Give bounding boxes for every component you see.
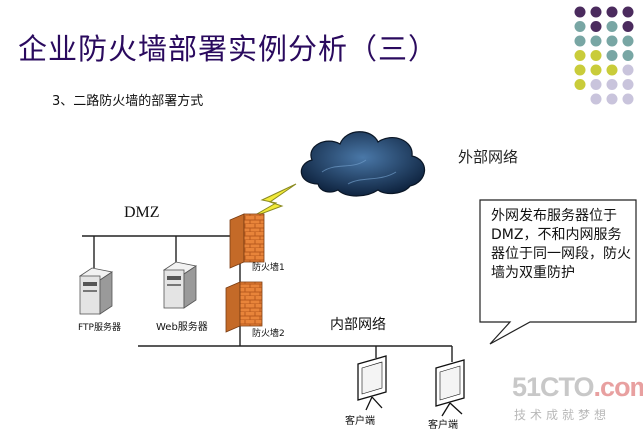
decorative-dot: [606, 6, 618, 18]
watermark-logo: 51CTO.com: [512, 372, 643, 403]
ftp-server-label: FTP服务器: [78, 323, 121, 333]
client-2-label: 客户端: [428, 420, 458, 431]
decorative-dot: [606, 79, 618, 90]
decorative-dot: [622, 93, 634, 105]
decorative-dot-grid: [574, 6, 634, 105]
firewall-2-label: 防火墙2: [252, 329, 285, 339]
callout-bubble: [479, 199, 637, 345]
outer-network-label: 外部网络: [458, 148, 519, 166]
decorative-dot: [574, 79, 586, 90]
decorative-dot: [606, 35, 618, 47]
watermark-slogan: 技术成就梦想: [514, 408, 611, 422]
decorative-dot: [622, 79, 634, 90]
client-1-label: 客户端: [345, 416, 375, 427]
decorative-dot: [606, 21, 618, 32]
cloud-icon: [300, 131, 426, 197]
callout-text: 外网发布服务器位于DMZ，不和内网服务器位于同一网段，防火墙为双重防护: [491, 208, 631, 281]
inner-network-label: 内部网络: [330, 317, 386, 333]
decorative-dot: [574, 35, 586, 47]
watermark-suffix: .com: [593, 372, 643, 402]
decorative-dot: [622, 21, 634, 32]
page-subtitle: 3、二路防火墙的部署方式: [52, 94, 204, 109]
decorative-dot: [606, 50, 618, 61]
decorative-dot: [590, 35, 602, 47]
firewall-2-icon: [225, 281, 263, 333]
firewall-1-label: 防火墙1: [252, 263, 285, 273]
ftp-server-icon: [78, 267, 114, 315]
decorative-dot: [574, 64, 586, 76]
decorative-dot: [590, 50, 602, 61]
decorative-dot: [590, 6, 602, 18]
decorative-dot: [590, 64, 602, 76]
decorative-dot: [590, 21, 602, 32]
client-1-icon: [357, 355, 387, 411]
web-server-label: Web服务器: [156, 322, 208, 333]
decorative-dot: [574, 21, 586, 32]
decorative-dot: [622, 6, 634, 18]
client-2-icon: [435, 359, 465, 417]
decorative-dot: [622, 50, 634, 61]
dmz-label: DMZ: [124, 204, 160, 221]
decorative-dot: [606, 64, 618, 76]
decorative-dot: [574, 50, 586, 61]
decorative-dot: [622, 64, 634, 76]
web-server-icon: [162, 261, 198, 309]
lightning-icon: [249, 183, 297, 219]
decorative-dot: [622, 35, 634, 47]
decorative-dot: [590, 93, 602, 105]
network-lines: [82, 235, 453, 362]
page-title: 企业防火墙部署实例分析（三）: [18, 32, 439, 66]
decorative-dot: [574, 6, 586, 18]
decorative-dot: [606, 93, 618, 105]
decorative-dot: [590, 79, 602, 90]
firewall-1-icon: [229, 213, 265, 269]
watermark-main: 51CTO: [512, 372, 595, 402]
